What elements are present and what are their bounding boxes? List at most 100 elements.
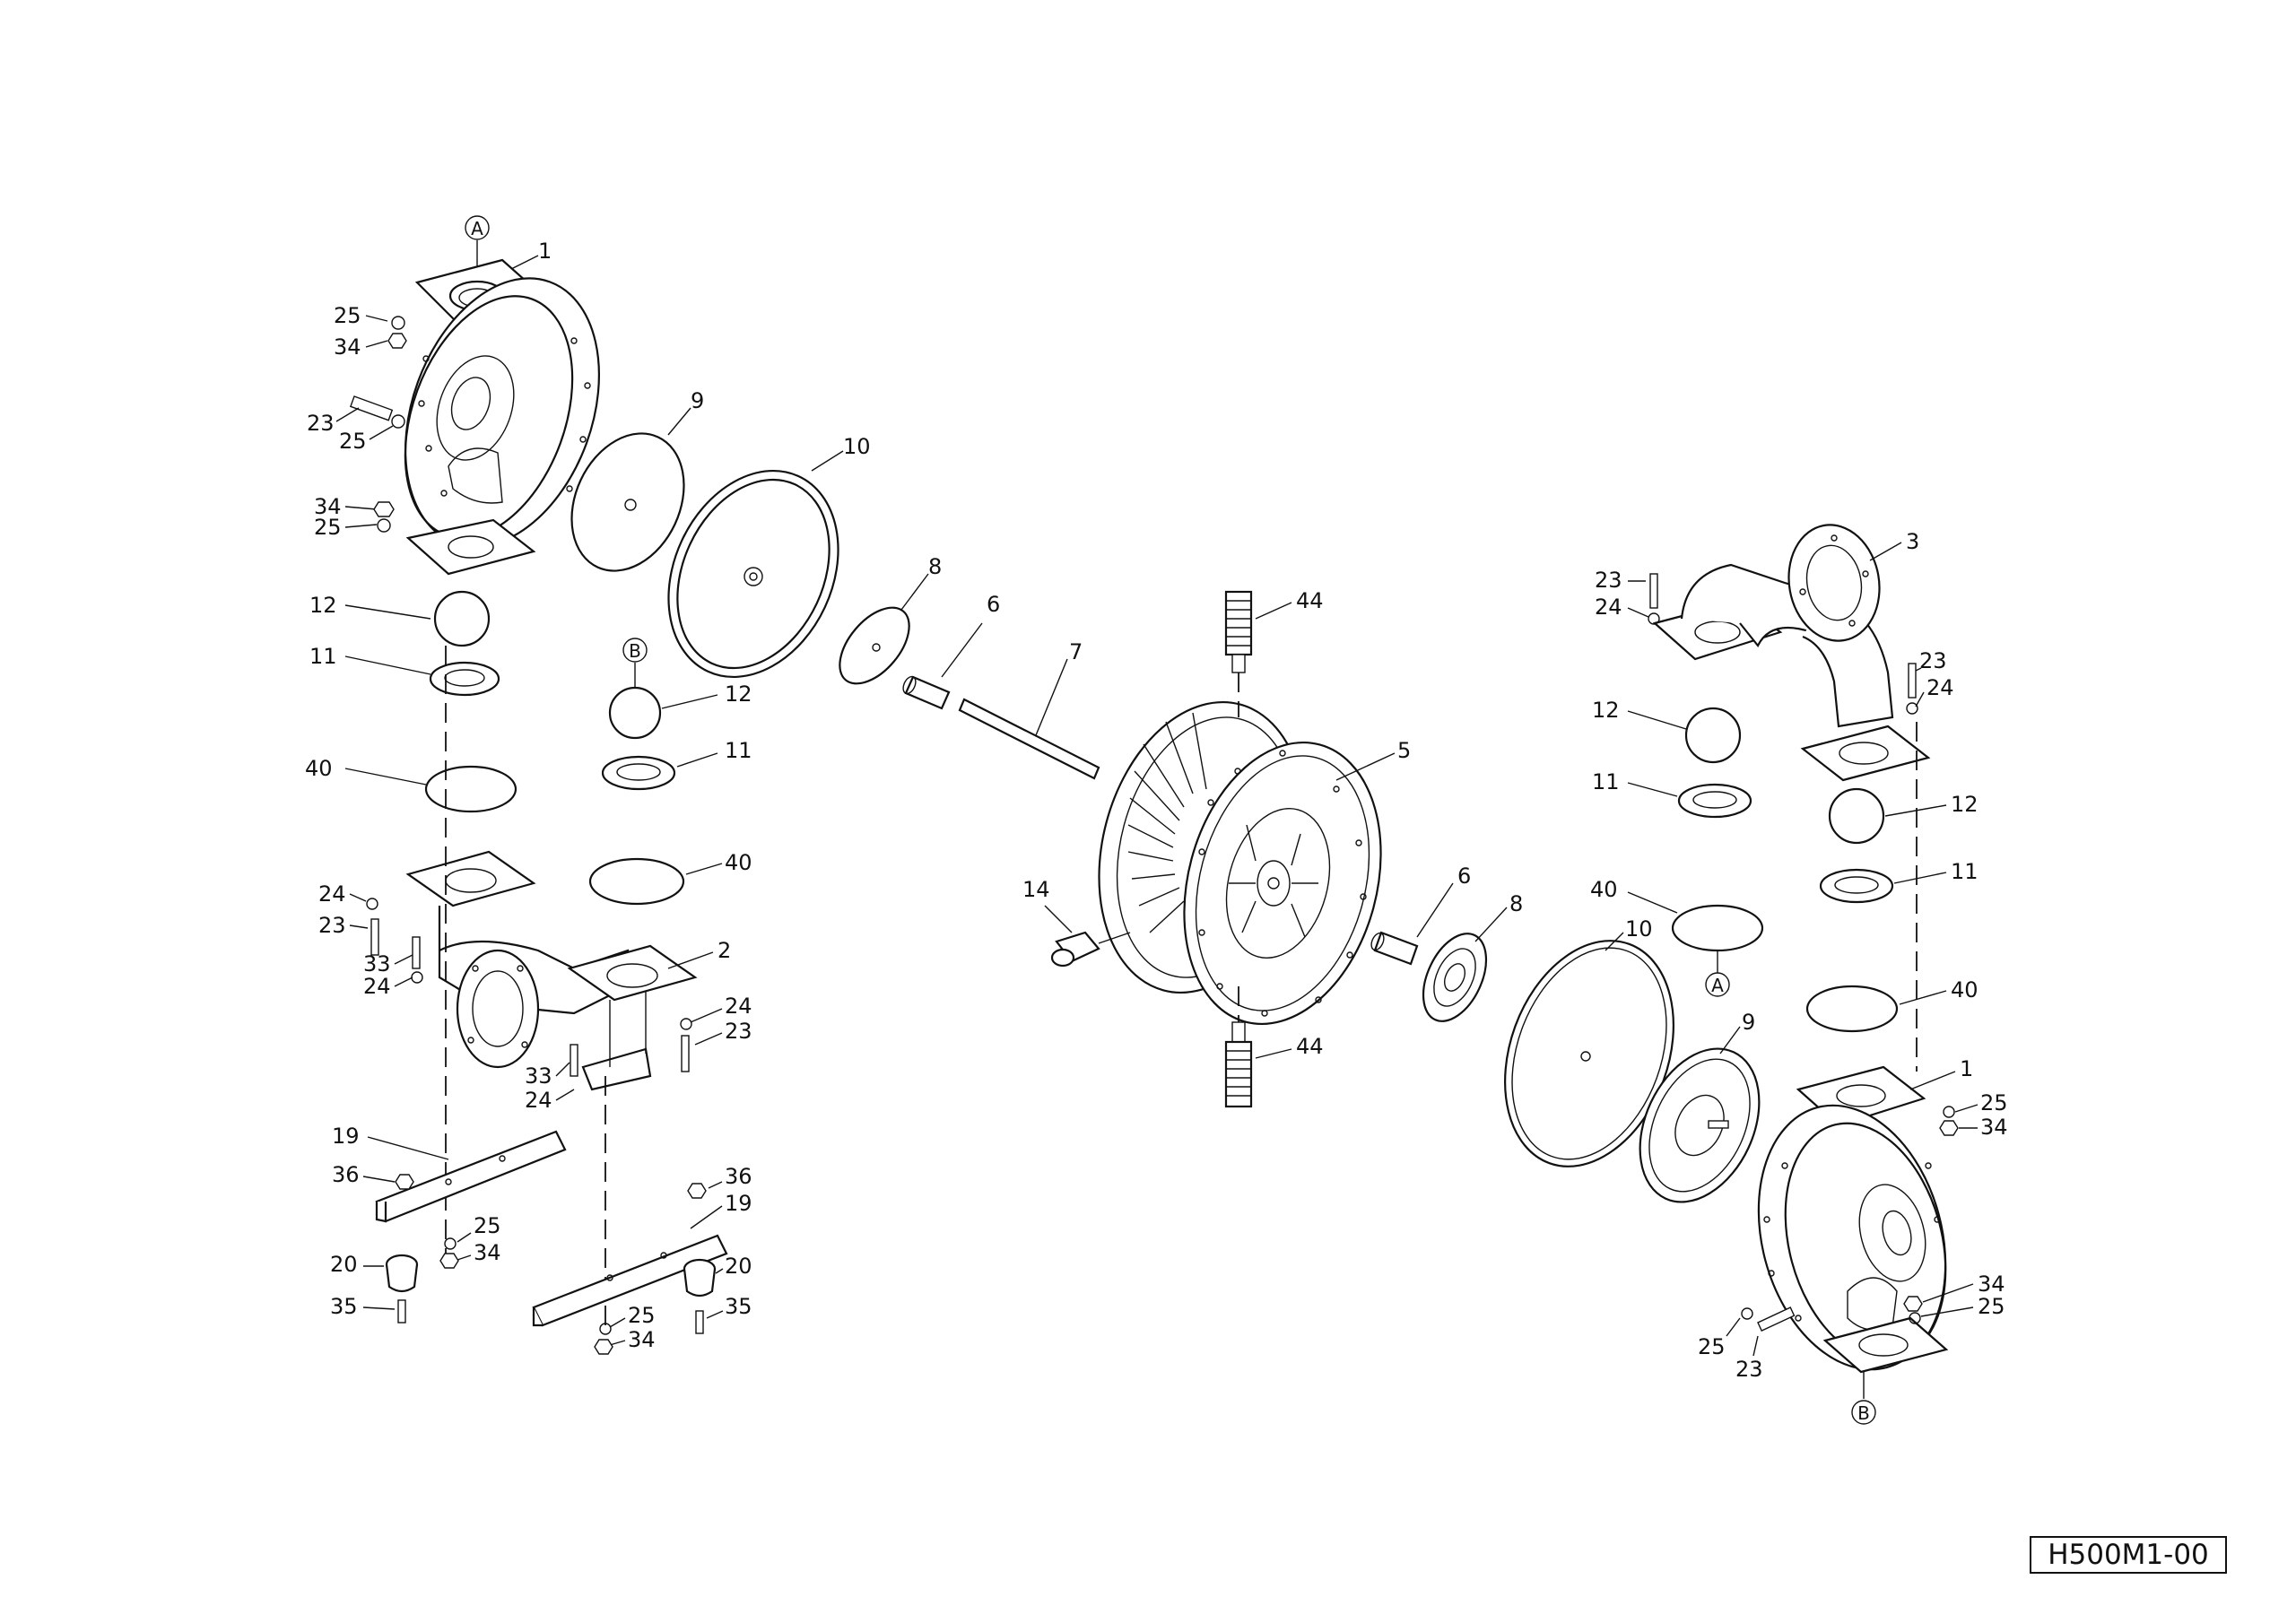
svg-text:12: 12: [725, 681, 752, 707]
svg-text:24: 24: [725, 994, 752, 1019]
diaphragm-shaft: 7: [958, 639, 1100, 780]
svg-text:40: 40: [305, 756, 333, 781]
svg-text:20: 20: [330, 1252, 358, 1277]
svg-text:19: 19: [725, 1191, 752, 1216]
svg-text:9: 9: [1742, 1010, 1755, 1035]
svg-text:24: 24: [363, 974, 391, 999]
svg-text:36: 36: [725, 1164, 752, 1189]
callout-a-top: A: [465, 215, 490, 267]
air-inlet-fitting: 14: [1022, 877, 1131, 968]
svg-text:20: 20: [725, 1254, 752, 1279]
svg-text:3: 3: [1906, 529, 1919, 554]
left-lower-fasteners: 24 23 33 24 24 23 33 24: [318, 881, 752, 1113]
left-fluid-chamber: [404, 258, 600, 576]
svg-text:7: 7: [1069, 639, 1083, 664]
right-seat-upper: 11: [1592, 769, 1752, 819]
right-bushing: 6: [1370, 864, 1471, 966]
right-oring-lower: 40: [1805, 977, 1979, 1033]
left-oring-lower: 40: [588, 850, 752, 906]
svg-text:2: 2: [718, 938, 731, 963]
svg-text:34: 34: [1978, 1271, 2005, 1297]
svg-text:24: 24: [1595, 595, 1622, 620]
left-bushing: 6: [902, 592, 1000, 710]
left-diaphragm-plate: 8: [839, 554, 942, 685]
svg-text:5: 5: [1397, 738, 1411, 763]
svg-text:25: 25: [314, 515, 342, 540]
svg-text:11: 11: [309, 644, 337, 669]
svg-text:24: 24: [525, 1088, 552, 1113]
callout-b-bottom-right: B: [1851, 1372, 1876, 1425]
svg-text:34: 34: [1980, 1115, 2008, 1140]
svg-text:23: 23: [307, 411, 335, 436]
svg-text:10: 10: [843, 434, 871, 459]
left-main-diaphragm: 10: [667, 434, 871, 679]
svg-text:34: 34: [628, 1327, 656, 1352]
svg-text:8: 8: [1509, 891, 1523, 916]
svg-text:12: 12: [309, 593, 337, 618]
svg-text:6: 6: [1457, 864, 1471, 889]
left-seat-lower: 11: [601, 738, 752, 791]
svg-text:10: 10: [1625, 916, 1653, 942]
svg-text:1: 1: [538, 239, 552, 264]
svg-text:34: 34: [314, 494, 342, 519]
right-check-ball-upper: 12: [1592, 698, 1742, 764]
callout-a-right: A: [1705, 972, 1730, 997]
svg-text:12: 12: [1951, 792, 1979, 817]
svg-text:23: 23: [318, 913, 346, 938]
right-foot-bracket: 19 36 25 34: [532, 1164, 752, 1355]
right-check-ball-lower: 12: [1828, 787, 1979, 845]
svg-text:25: 25: [1980, 1090, 2008, 1115]
svg-text:23: 23: [725, 1019, 752, 1044]
right-manifold-fasteners: 23 24 23 24: [1595, 568, 1954, 715]
svg-text:11: 11: [1592, 769, 1620, 794]
svg-text:33: 33: [525, 1063, 552, 1089]
svg-text:23: 23: [1595, 568, 1622, 593]
svg-text:A: A: [471, 218, 483, 239]
right-discharge-manifold: 3: [1652, 524, 1931, 782]
svg-text:34: 34: [474, 1240, 501, 1265]
svg-text:24: 24: [318, 881, 346, 907]
muffler-top: 44: [1224, 588, 1324, 717]
svg-text:9: 9: [691, 388, 704, 413]
svg-text:35: 35: [330, 1294, 358, 1319]
svg-text:40: 40: [1951, 977, 1979, 1002]
svg-text:25: 25: [339, 429, 367, 454]
svg-text:11: 11: [1951, 859, 1979, 884]
right-seat-lower: 11: [1819, 859, 1979, 904]
muffler-bottom: 44: [1224, 986, 1324, 1108]
left-rubber-foot: 20 35: [330, 1252, 419, 1324]
right-fluid-chamber: 1: [1757, 1056, 1973, 1374]
left-seat-upper: 11: [309, 644, 500, 697]
svg-text:33: 33: [363, 951, 391, 976]
svg-text:8: 8: [928, 554, 942, 579]
svg-text:23: 23: [1735, 1357, 1763, 1382]
svg-text:44: 44: [1296, 1034, 1324, 1059]
center-section-air-body: 5: [1098, 700, 1411, 1026]
svg-text:35: 35: [725, 1294, 752, 1319]
callout-b-left: B: [622, 638, 648, 690]
right-diaphragm-plate: 8: [1422, 891, 1523, 1022]
right-rubber-foot: 20 35: [683, 1254, 752, 1334]
callout-1-top: 1: [510, 239, 552, 270]
svg-text:25: 25: [628, 1303, 656, 1328]
svg-text:40: 40: [725, 850, 752, 875]
svg-text:14: 14: [1022, 877, 1050, 902]
svg-text:12: 12: [1592, 698, 1620, 723]
svg-text:40: 40: [1590, 877, 1618, 902]
svg-text:11: 11: [725, 738, 752, 763]
svg-text:19: 19: [332, 1124, 360, 1149]
svg-text:A: A: [1711, 975, 1724, 996]
svg-text:25: 25: [474, 1213, 501, 1238]
left-chamber-fasteners: 25 34 23 25 34 25: [307, 303, 407, 540]
left-oring-upper: 40: [305, 756, 517, 813]
svg-text:6: 6: [987, 592, 1000, 617]
left-check-ball-upper: 12: [309, 590, 491, 647]
svg-text:B: B: [1857, 1402, 1870, 1424]
svg-text:25: 25: [334, 303, 361, 328]
svg-text:25: 25: [1698, 1334, 1726, 1359]
svg-text:34: 34: [334, 334, 361, 360]
drawing-code-label: H500M1-00: [2030, 1536, 2227, 1574]
svg-text:44: 44: [1296, 588, 1324, 613]
right-backup-diaphragm: 9: [1639, 1010, 1761, 1203]
